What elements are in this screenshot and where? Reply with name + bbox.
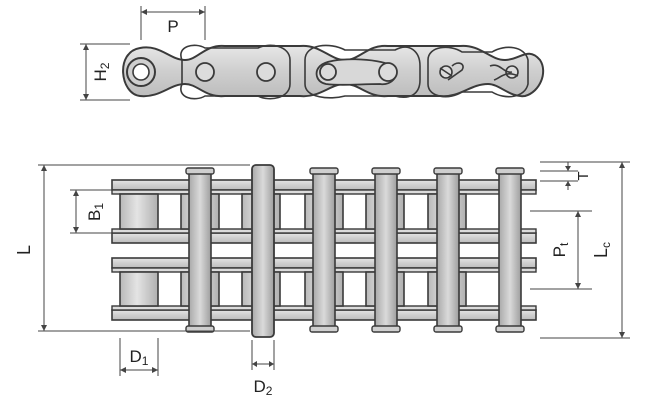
chain-plan-view — [111, 164, 537, 338]
svg-text:B1: B1 — [85, 203, 106, 221]
pin-circle — [256, 62, 276, 82]
cotter-pin — [489, 64, 519, 81]
label-L: L — [14, 245, 34, 255]
chain-side-view — [122, 44, 545, 100]
dimension-D1 — [119, 338, 159, 376]
label-D2: D2 — [254, 377, 273, 398]
label-Lc: Lc — [591, 242, 613, 258]
dimension-L — [38, 164, 250, 332]
spring-clip — [315, 58, 397, 86]
inner-link-outline — [180, 44, 291, 100]
label-H2: H2 — [91, 62, 112, 81]
svg-text:Lc: Lc — [591, 242, 613, 258]
label-Pt: Pt — [550, 242, 571, 257]
pin-circle — [378, 62, 398, 82]
svg-text:Pt: Pt — [550, 242, 571, 257]
dimension-T — [540, 162, 578, 190]
pin-circle — [195, 62, 215, 82]
dimension-Lc — [540, 161, 630, 339]
svg-text:H2: H2 — [91, 62, 112, 81]
label-T: T — [575, 171, 592, 180]
rollers-upper — [119, 193, 467, 230]
label-D1: D1 — [130, 347, 149, 368]
dimension-H2 — [80, 43, 130, 101]
label-B1: B1 — [85, 203, 106, 221]
pin-circle — [319, 63, 337, 81]
outer-link-outline — [304, 44, 421, 99]
connecting-link-outline — [427, 46, 529, 98]
pins — [188, 169, 522, 331]
rollers-lower — [119, 271, 467, 307]
dimension-B1 — [70, 189, 112, 234]
connecting-pin — [251, 164, 275, 338]
bushing-hole — [132, 63, 150, 81]
cotter-pin — [439, 62, 464, 81]
label-P: P — [167, 17, 178, 36]
dimension-Pt — [530, 210, 592, 290]
dimension-D2 — [251, 340, 275, 370]
dimension-pitch — [140, 6, 206, 40]
